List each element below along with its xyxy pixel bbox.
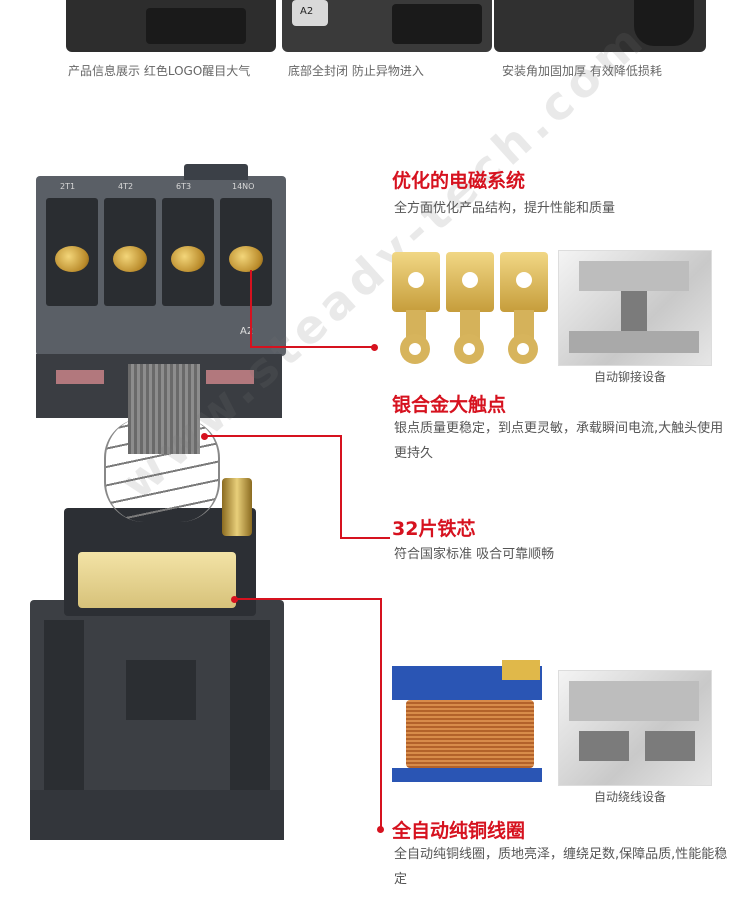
callout-line (234, 598, 382, 600)
terminal-screw (171, 246, 205, 272)
contactor-base (30, 600, 284, 840)
callout-line (380, 598, 382, 830)
callout-line (250, 346, 374, 348)
caption-product-info: 产品信息展示 红色LOGO醒目大气 (68, 64, 251, 78)
section-title-silver-contact: 银合金大触点 (392, 394, 507, 416)
section-desc-silver-contact: 银点质量更稳定，到点更灵敏，承载瞬间电流,大触头使用更持久 (394, 421, 724, 461)
laminated-iron-core (128, 364, 200, 454)
top-photo-product-info (66, 0, 276, 52)
brass-contacts-image (392, 252, 552, 366)
caption-sealed-bottom: 底部全封闭 防止异物进入 (288, 64, 424, 78)
terminal-screw (113, 246, 147, 272)
callout-line (340, 435, 342, 539)
terminal-screw (229, 246, 263, 272)
callout-line (340, 537, 390, 539)
copper-coil-image (392, 660, 548, 784)
callout-line (204, 435, 342, 437)
callout-line (250, 270, 252, 348)
top-photo-sealed-bottom: A2 (282, 0, 492, 52)
callout-dot (371, 344, 378, 351)
riveting-machine-photo (558, 250, 712, 366)
photo-a2-label: A2 (300, 6, 314, 17)
section-desc-magnetic-system: 全方面优化产品结构，提升性能和质量 (394, 201, 616, 216)
section-title-magnetic-system: 优化的电磁系统 (392, 170, 526, 192)
callout-dot (377, 826, 384, 833)
terminal-label-2t1: 2T1 (60, 182, 76, 191)
caption-winding: 自动绕线设备 (594, 790, 667, 804)
caption-reinforced-corner: 安装角加固加厚 有效降低损耗 (502, 64, 662, 78)
caption-riveting: 自动铆接设备 (594, 370, 667, 384)
terminal-label-14no: 14NO (232, 182, 255, 191)
section-title-copper-coil: 全自动纯铜线圈 (392, 820, 526, 842)
terminal-screw (55, 246, 89, 272)
winding-machine-photo (558, 670, 712, 786)
terminal-label-4t2: 4T2 (118, 182, 134, 191)
coil-label-a2: A2 (240, 326, 254, 337)
contactor-top-housing: 2T1 4T2 6T3 14NO A2 (36, 164, 286, 356)
coil (78, 552, 236, 608)
terminal-label-6t3: 6T3 (176, 182, 192, 191)
top-photo-reinforced-corner (494, 0, 706, 52)
section-title-iron-core: 32片铁芯 (392, 518, 476, 540)
coil-terminal-screw (222, 478, 252, 536)
section-desc-copper-coil: 全自动纯铜线圈，质地亮泽，缠绕足数,保障品质,性能能稳定 (394, 847, 728, 887)
section-desc-iron-core: 符合国家标准 吸合可靠顺畅 (394, 547, 555, 562)
